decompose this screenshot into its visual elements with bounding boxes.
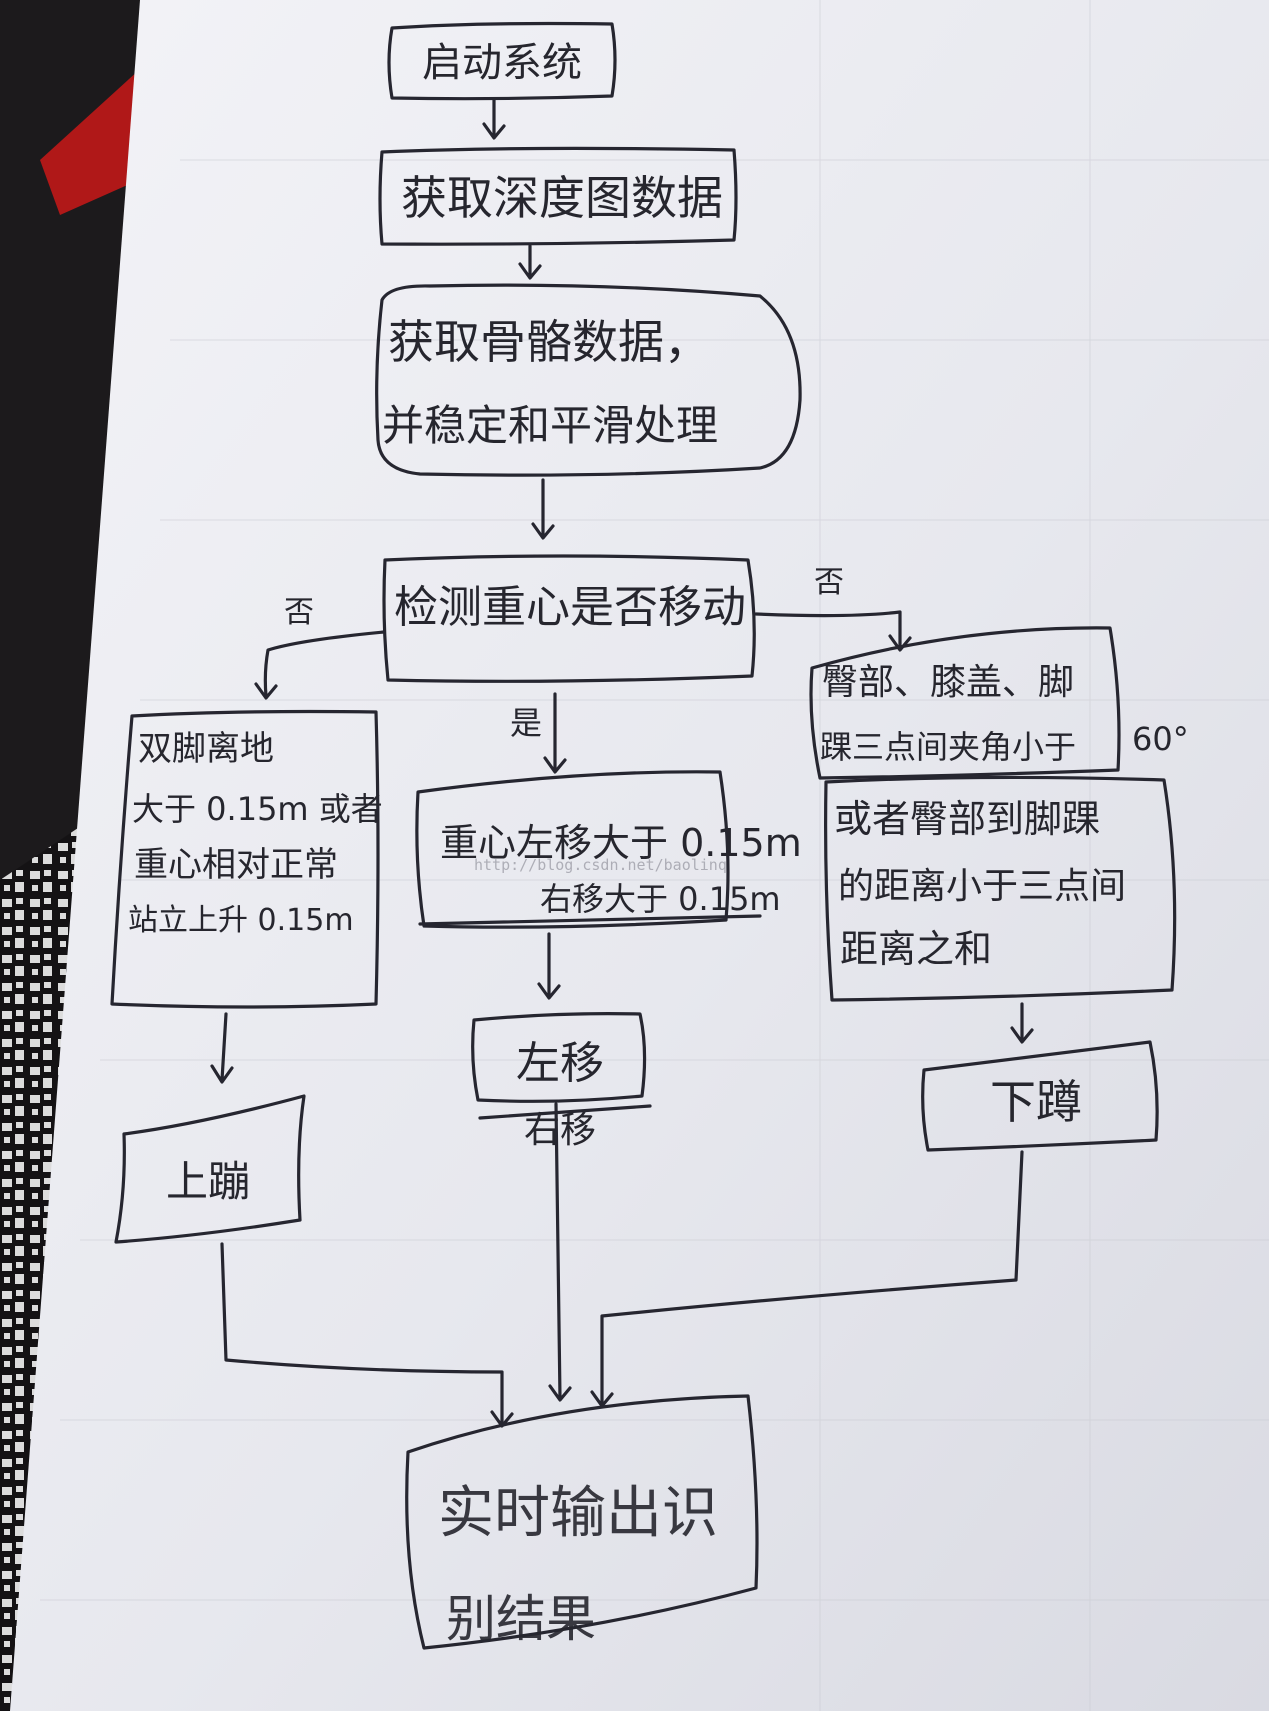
arrow-squat-condition-to-result [1010, 1002, 1034, 1044]
shift-result-box [471, 1012, 647, 1103]
squat-condition-line3: 或者臀部到脚踝 [834, 797, 1100, 841]
squat-condition-line4: 的距离小于三点间 [838, 866, 1126, 907]
shift-box-underline [418, 914, 762, 926]
skeleton-box [375, 283, 802, 477]
arrow-start-to-depth [482, 98, 506, 140]
squat-condition-line1: 臀部、膝盖、脚 [822, 662, 1074, 703]
paper-grid-lines [40, 0, 1269, 1711]
start-box [387, 21, 617, 101]
start-label: 启动系统 [422, 40, 582, 86]
jump-condition-line2: 大于 0.15m 或者 [132, 790, 383, 828]
jump-condition-box [110, 709, 380, 1009]
ink-strokes [110, 21, 1177, 1650]
arrow-depth-to-skeleton [518, 244, 542, 280]
jump-result-box [114, 1094, 306, 1244]
squat-condition-line5: 距离之和 [840, 927, 992, 971]
squat-condition-box-top [809, 626, 1121, 780]
arrow-shift-condition-to-result [537, 932, 561, 1000]
connector-detect-to-shift [543, 692, 567, 774]
squat-condition-box-bottom [824, 775, 1177, 1002]
jump-condition-line1: 双脚离地 [138, 729, 274, 769]
jump-result-label: 上蹦 [166, 1157, 250, 1206]
skeleton-label-line1: 获取骨骼数据， [388, 315, 710, 369]
connector-shift-to-output [548, 1102, 572, 1402]
shift-result-strike [478, 1104, 652, 1120]
right-no-label: 否 [814, 565, 844, 600]
detect-box [382, 554, 756, 683]
arrow-skeleton-to-detect [531, 478, 555, 540]
left-no-label: 否 [284, 595, 314, 630]
squat-angle-label: 60° [1132, 720, 1189, 758]
squat-condition-line2: 踝三点间夹角小于 [820, 728, 1076, 766]
shift-result-line1: 左移 [516, 1038, 604, 1089]
squat-result-label: 下蹲 [990, 1075, 1082, 1129]
depth-box [378, 146, 738, 246]
output-line1: 实时输出识 [438, 1481, 718, 1546]
watermark: http://blog.csdn.net/baolinq [474, 856, 727, 874]
shift-condition-line1: 重心左移大于 0.15m [440, 821, 802, 865]
jump-condition-line3: 重心相对正常 [134, 845, 338, 885]
skeleton-label-line2: 并稳定和平滑处理 [382, 401, 718, 450]
shift-condition-line2: 右移大于 0.15m [540, 880, 781, 918]
squat-result-box [921, 1040, 1159, 1152]
red-binder-corner [40, 60, 150, 215]
jump-condition-line4: 站立上升 0.15m [128, 903, 354, 938]
shift-result-line2: 右移 [524, 1110, 596, 1151]
output-line2: 别结果 [446, 1590, 596, 1648]
depth-label: 获取深度图数据 [401, 171, 723, 225]
connector-detect-to-squat [754, 610, 912, 652]
connector-detect-to-jump [254, 630, 386, 700]
output-box [405, 1394, 759, 1650]
detect-label: 检测重心是否移动 [394, 582, 746, 633]
shift-condition-box [415, 770, 730, 929]
yes-label: 是 [510, 704, 542, 742]
arrow-jump-condition-to-result [210, 1012, 234, 1084]
